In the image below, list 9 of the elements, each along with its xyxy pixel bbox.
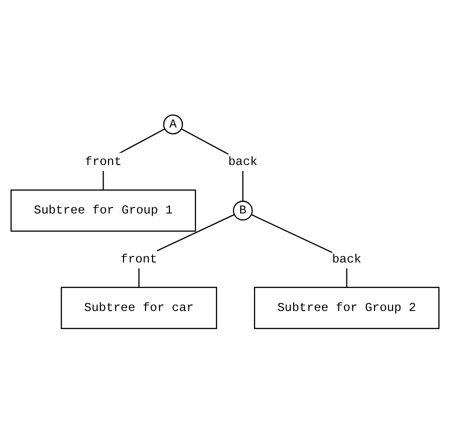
node-circle: A	[163, 114, 183, 135]
edge-label: front	[85, 155, 122, 169]
edge-label: back	[332, 252, 362, 266]
node-box: Subtree for Group 1	[10, 190, 196, 232]
node-box: Subtree for Group 2	[254, 287, 440, 330]
edge-label: front	[120, 252, 158, 266]
edge-label: back	[228, 155, 258, 169]
node-box: Subtree for car	[60, 287, 218, 330]
node-circle: B	[232, 200, 253, 221]
